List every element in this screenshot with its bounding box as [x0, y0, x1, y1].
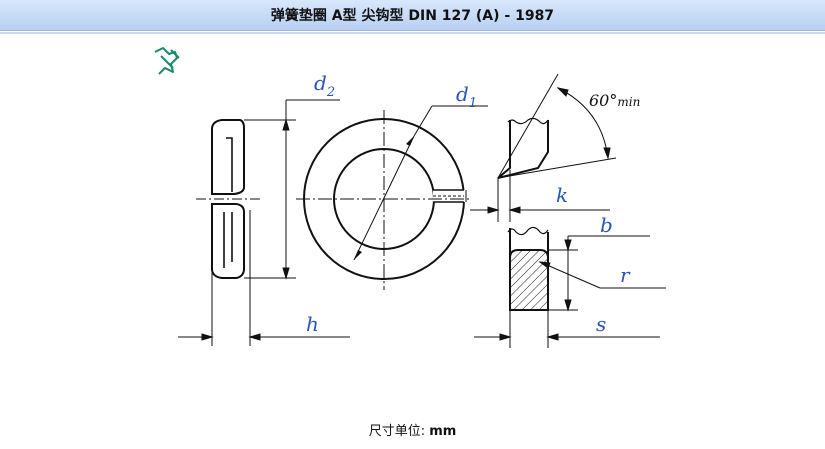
- side-view: [211, 119, 245, 279]
- label-b: b: [600, 213, 613, 237]
- pushpin-icon[interactable]: [151, 44, 185, 78]
- label-d1: d1: [456, 82, 477, 111]
- h-dimension: [178, 204, 350, 346]
- label-r: r: [620, 263, 631, 287]
- label-k: k: [556, 183, 568, 207]
- label-s: s: [596, 312, 606, 336]
- title-divider: [0, 32, 825, 34]
- unit-note: 尺寸单位: mm: [0, 420, 825, 439]
- d2-dimension: [244, 99, 340, 280]
- page-title: 弹簧垫圈 A型 尖钩型 DIN 127 (A) - 1987: [0, 0, 825, 31]
- unit-value: mm: [429, 424, 457, 439]
- k-dimension: [470, 170, 610, 222]
- front-view: [296, 105, 488, 290]
- cross-section: [507, 226, 549, 311]
- label-d2: d2: [314, 71, 335, 100]
- unit-label: 尺寸单位:: [368, 424, 430, 439]
- s-dimension: [474, 310, 660, 348]
- b-r-dimensions: [538, 235, 666, 312]
- label-h: h: [306, 312, 319, 336]
- label-angle: 60°min: [589, 91, 640, 110]
- tip-section: [497, 73, 617, 179]
